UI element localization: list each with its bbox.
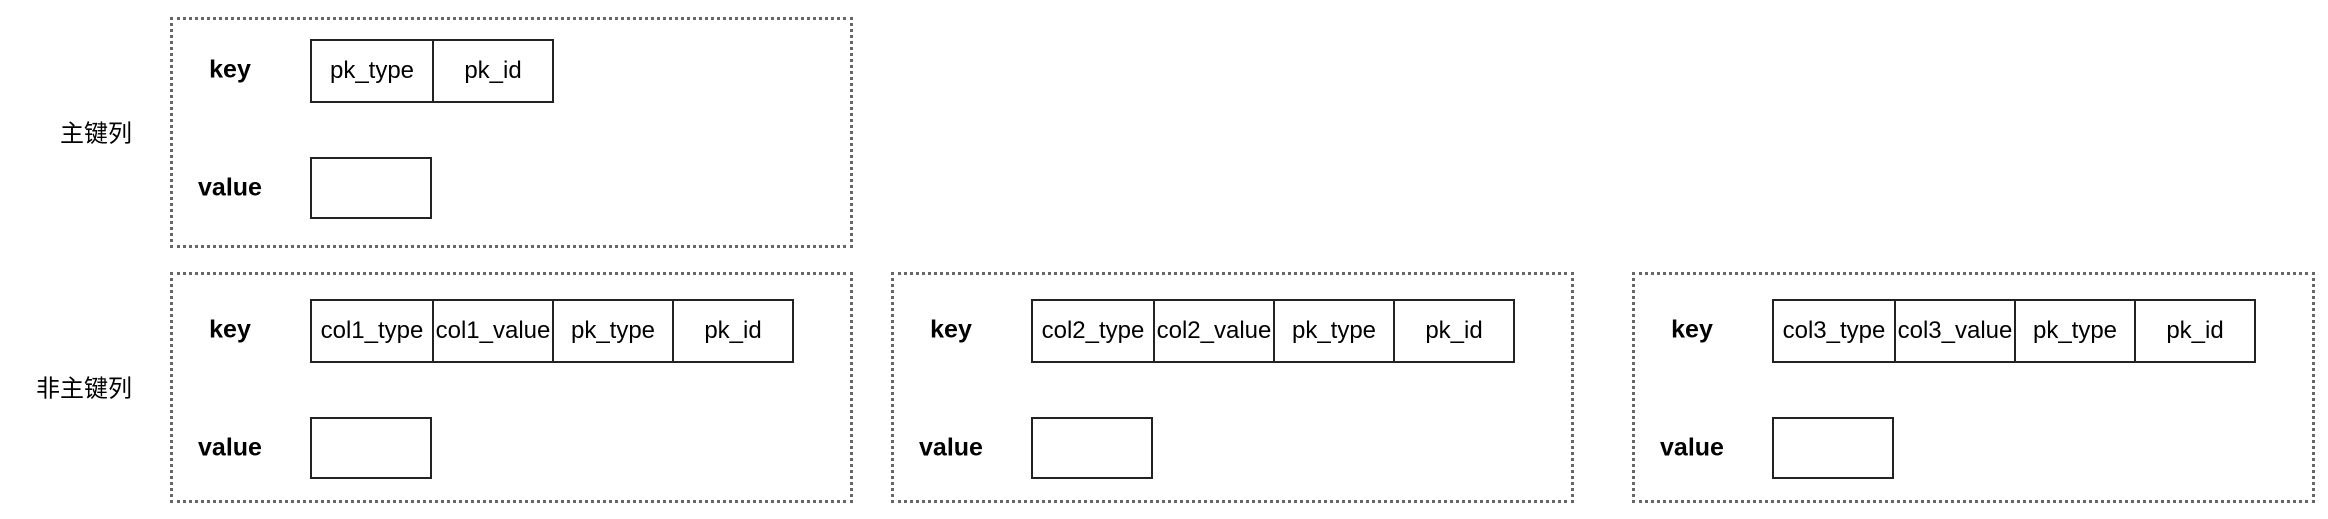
non-primary-key-cells-3: col3_type col3_value pk_type pk_id [1772, 299, 2256, 363]
key-cell: pk_id [672, 301, 792, 361]
primary-key-group [170, 17, 853, 248]
key-cell: pk_id [432, 41, 552, 101]
key-cell: col2_value [1153, 301, 1273, 361]
value-cell [310, 157, 432, 219]
key-cell: col1_type [320, 317, 424, 344]
value-label: value [1660, 433, 1724, 462]
non-primary-key-cells-1: col1_type col1_value pk_type pk_id [310, 299, 794, 363]
non-primary-key-group-2 [891, 272, 1574, 503]
value-label: value [198, 173, 262, 202]
key-cell: pk_type [2014, 301, 2134, 361]
non-primary-key-cells-2: col2_type col2_value pk_type pk_id [1031, 299, 1515, 363]
key-label: key [209, 315, 251, 344]
value-label: value [198, 433, 262, 462]
key-cell: pk_id [1393, 301, 1513, 361]
non-primary-key-group-3 [1632, 272, 2315, 503]
key-cell: col2_type [1041, 317, 1145, 344]
key-cell: pk_type [1273, 301, 1393, 361]
value-cell [1031, 417, 1153, 479]
key-label: key [209, 55, 251, 84]
key-cell: col3_type [1782, 317, 1886, 344]
key-cell: col1_value [432, 301, 552, 361]
key-cell: pk_type [329, 57, 415, 84]
key-cell: pk_type [552, 301, 672, 361]
value-cell [310, 417, 432, 479]
value-cell [1772, 417, 1894, 479]
non-primary-key-row-label: 非主键列 [36, 374, 132, 403]
key-cell: pk_id [2134, 301, 2254, 361]
primary-key-row-label: 主键列 [60, 119, 132, 148]
primary-key-cells: pk_type pk_id [310, 39, 554, 103]
value-label: value [919, 433, 983, 462]
non-primary-key-group-1 [170, 272, 853, 503]
key-label: key [1671, 315, 1713, 344]
key-label: key [930, 315, 972, 344]
key-cell: col3_value [1894, 301, 2014, 361]
